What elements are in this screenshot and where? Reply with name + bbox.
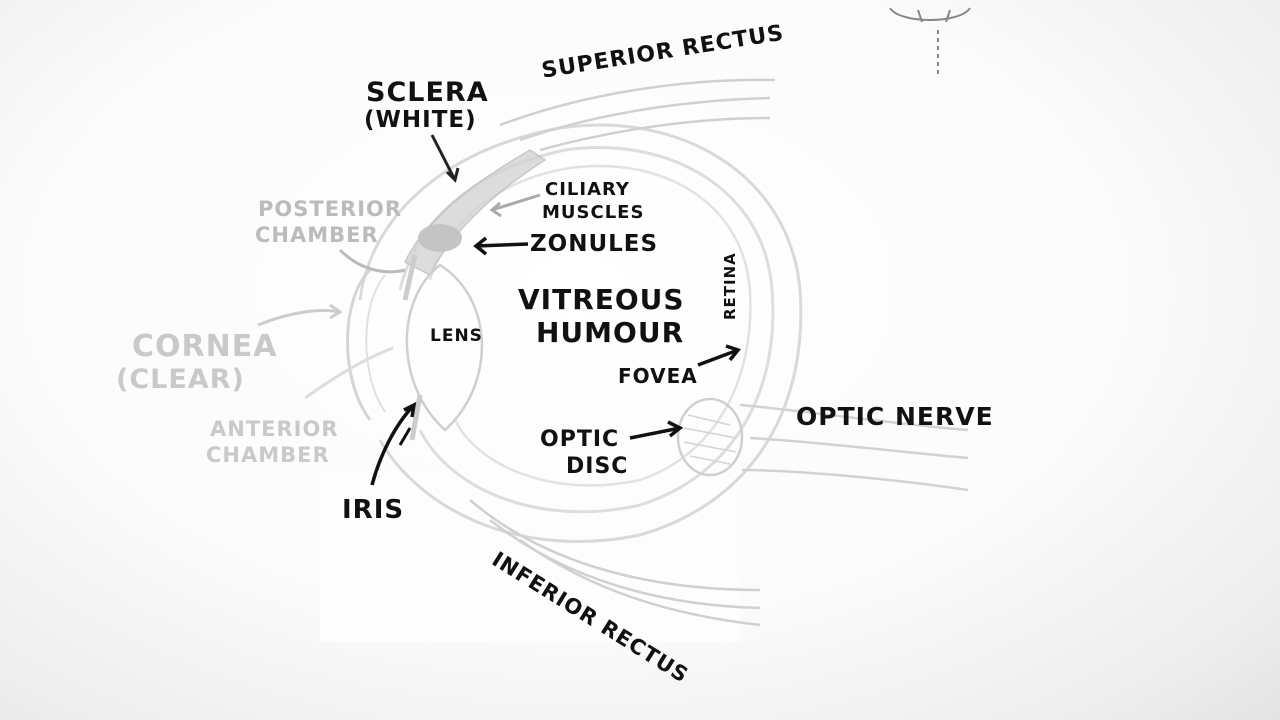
ciliary-arrow xyxy=(489,193,541,218)
cornea-label: CORNEA xyxy=(132,329,278,364)
ciliary-label-line2: MUSCLES xyxy=(542,202,645,223)
fovea-label: FOVEA xyxy=(618,364,698,388)
zonules-label: ZONULES xyxy=(530,231,659,257)
anterior-chamber-label-line2: CHAMBER xyxy=(206,443,330,467)
ciliary-body xyxy=(418,224,462,252)
lens-label: LENS xyxy=(430,326,483,346)
ciliary-label-line1: CILIARY xyxy=(545,179,630,200)
retina-label: RETINA xyxy=(721,252,739,320)
iris-arrow-2 xyxy=(398,427,412,446)
optic-disc-arrow xyxy=(629,420,684,440)
optic-disc-hatch xyxy=(683,414,737,465)
cornea-note-label: (CLEAR) xyxy=(116,364,245,395)
vitreous-humour-label-line2: HUMOUR xyxy=(536,316,685,349)
lens-shape xyxy=(405,263,484,432)
iris-shape xyxy=(402,254,423,441)
iris-arrow xyxy=(370,401,417,486)
zonules-arrow xyxy=(473,236,529,256)
paper-panel xyxy=(320,470,740,642)
optic-nerve-shape xyxy=(739,403,969,492)
posterior-arrow xyxy=(338,248,406,274)
anterior-chamber-label-line1: ANTERIOR xyxy=(210,417,339,441)
cornea-arrow xyxy=(257,303,343,327)
superior-rectus-shape xyxy=(499,78,776,152)
iris-label: IRIS xyxy=(342,495,405,525)
fovea-arrow xyxy=(697,344,741,367)
cornea-shape xyxy=(346,268,372,421)
vitreous-humour-label-line1: VITREOUS xyxy=(518,283,685,316)
anterior-arrow xyxy=(304,346,394,400)
optic-disc-label-line2: DISC xyxy=(566,454,629,479)
optic-disc-shape xyxy=(676,397,744,477)
sclera-arrow xyxy=(430,134,460,183)
posterior-chamber-label-line2: CHAMBER xyxy=(255,223,379,247)
optic-disc-label-line1: OPTIC xyxy=(540,427,620,452)
inferior-rectus-shape xyxy=(469,499,761,627)
optic-nerve-label: OPTIC NERVE xyxy=(796,402,994,431)
posterior-chamber-label-line1: POSTERIOR xyxy=(258,197,403,221)
sclera-label: SCLERA xyxy=(366,77,489,108)
sclera-note-label: (WHITE) xyxy=(364,107,477,133)
cornea-inner xyxy=(365,274,386,413)
sclera-outline xyxy=(358,123,803,544)
corner-eye-sketch xyxy=(889,7,971,78)
retina-outline xyxy=(428,164,752,487)
ciliary-shading xyxy=(404,149,547,277)
